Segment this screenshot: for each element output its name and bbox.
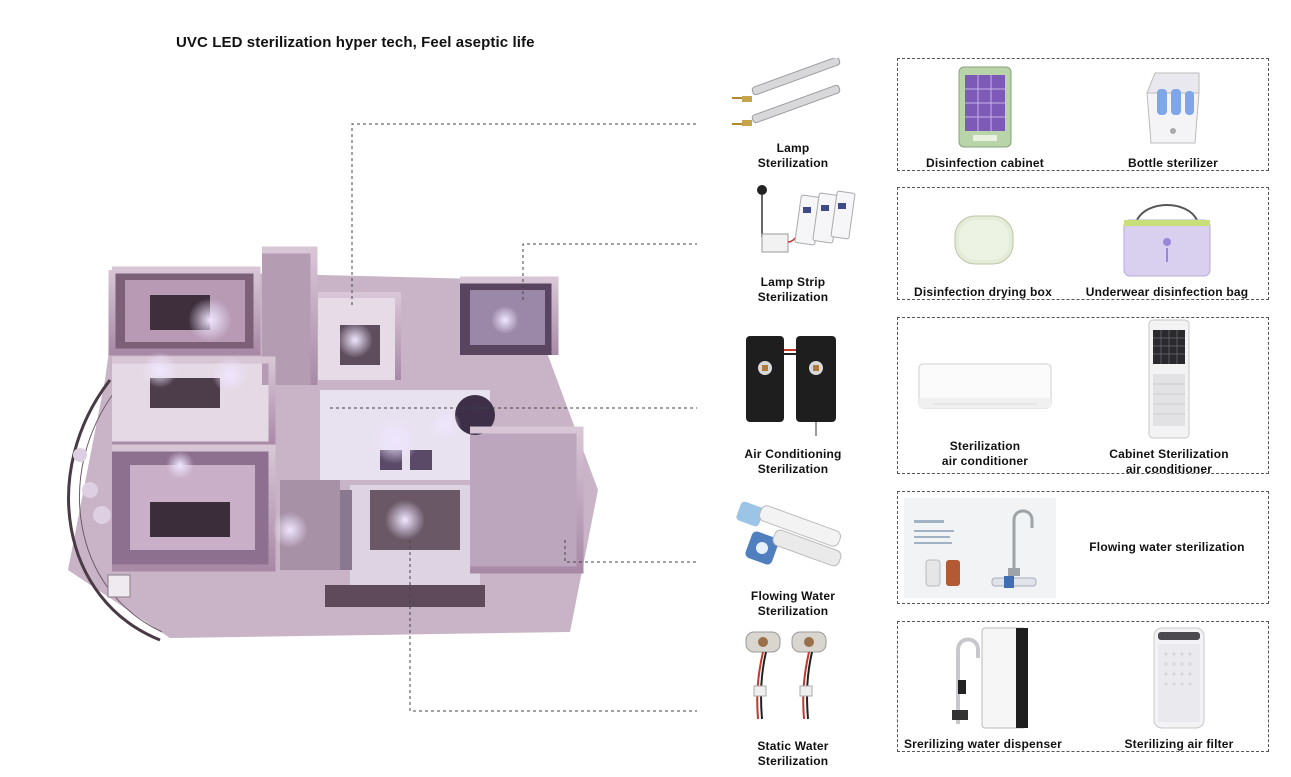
category-lamp: Lamp Sterilization <box>728 56 858 171</box>
category-lamp-strip: Lamp Strip Sterilization <box>728 182 858 305</box>
product-label: Flowing water sterilization <box>1089 540 1245 554</box>
product-label-line2: air conditioner <box>1125 462 1213 476</box>
product-box-air-conditioning: Sterilization air conditioner Cabinet St… <box>897 317 1269 477</box>
category-label-line2: Sterilization <box>757 462 829 476</box>
product-box-flowing-water: Flowing water sterilization <box>897 491 1269 604</box>
product-disinfection-drying-box: Disinfection drying box <box>908 198 1058 300</box>
category-label-line2: Sterilization <box>757 156 829 170</box>
category-label-line1: Static Water <box>757 739 829 753</box>
uv-led-probe-icon <box>745 631 827 720</box>
headline: UVC LED sterilization hyper tech, Feel a… <box>176 34 535 51</box>
product-disinfection-cabinet: Disinfection cabinet <box>920 63 1050 171</box>
category-label-line1: Lamp Strip <box>760 275 826 289</box>
uv-lamp-tubes-icon <box>732 56 841 126</box>
product-cabinet-sterilization-air-conditioner: Cabinet Sterilization air conditioner <box>1094 318 1244 477</box>
category-label-line2: Sterilization <box>757 604 829 618</box>
product-underwear-disinfection-bag: Underwear disinfection bag <box>1084 198 1250 300</box>
bottle-sterilizer-icon <box>1146 72 1200 144</box>
category-label-line2: Sterilization <box>757 290 829 304</box>
product-label-line1: Cabinet Sterilization <box>1109 447 1229 461</box>
category-label-line1: Lamp <box>776 141 810 155</box>
product-box-lamp: Disinfection cabinet Bottle sterilizer <box>897 58 1269 171</box>
product-label: Sterilizing air filter <box>1124 737 1234 751</box>
product-label-line1: Sterilization <box>949 439 1021 453</box>
product-bottle-sterilizer: Bottle sterilizer <box>1108 63 1238 171</box>
product-label: Bottle sterilizer <box>1127 156 1219 170</box>
category-air-conditioning: Air Conditioning Sterilization <box>728 330 858 477</box>
product-box-lamp-strip: Disinfection drying box Underwear disinf… <box>897 187 1269 300</box>
faucet-water-purifier-icon <box>904 498 1056 598</box>
water-dispenser-icon <box>952 627 1028 729</box>
product-sterilization-air-conditioner: Sterilization air conditioner <box>910 354 1060 469</box>
product-sterilizing-air-filter: Sterilizing air filter <box>1104 624 1254 752</box>
category-label-line1: Flowing Water <box>750 589 836 603</box>
wall-air-conditioner-icon <box>918 363 1052 409</box>
product-box-static-water: Srerilizing water dispenser Sterilizing … <box>897 621 1269 752</box>
disinfection-bag-icon <box>1123 204 1211 277</box>
category-flowing-water: Flowing Water Sterilization <box>728 492 858 619</box>
led-strip-module-icon <box>757 185 856 253</box>
product-label: Disinfection drying box <box>914 285 1052 299</box>
product-flowing-water-sterilization: Flowing water sterilization <box>1074 540 1260 555</box>
category-label-line1: Air Conditioning <box>744 447 842 461</box>
air-purifier-icon <box>1153 627 1205 729</box>
inline-water-tube-icon <box>736 501 842 567</box>
category-static-water: Static Water Sterilization <box>728 624 858 769</box>
product-label: Underwear disinfection bag <box>1085 285 1249 299</box>
uv-led-board-icon <box>746 336 836 436</box>
category-label-line2: Sterilization <box>757 754 829 768</box>
house-floorplan-illustration <box>67 246 598 642</box>
product-label: Srerilizing water dispenser <box>903 737 1063 751</box>
disinfection-cabinet-icon <box>958 66 1012 148</box>
product-label-line2: air conditioner <box>941 454 1029 468</box>
drying-box-icon <box>954 215 1014 265</box>
product-sterilizing-water-dispenser: Srerilizing water dispenser <box>898 624 1068 752</box>
product-label: Disinfection cabinet <box>925 156 1045 170</box>
cabinet-air-conditioner-icon <box>1148 319 1190 439</box>
